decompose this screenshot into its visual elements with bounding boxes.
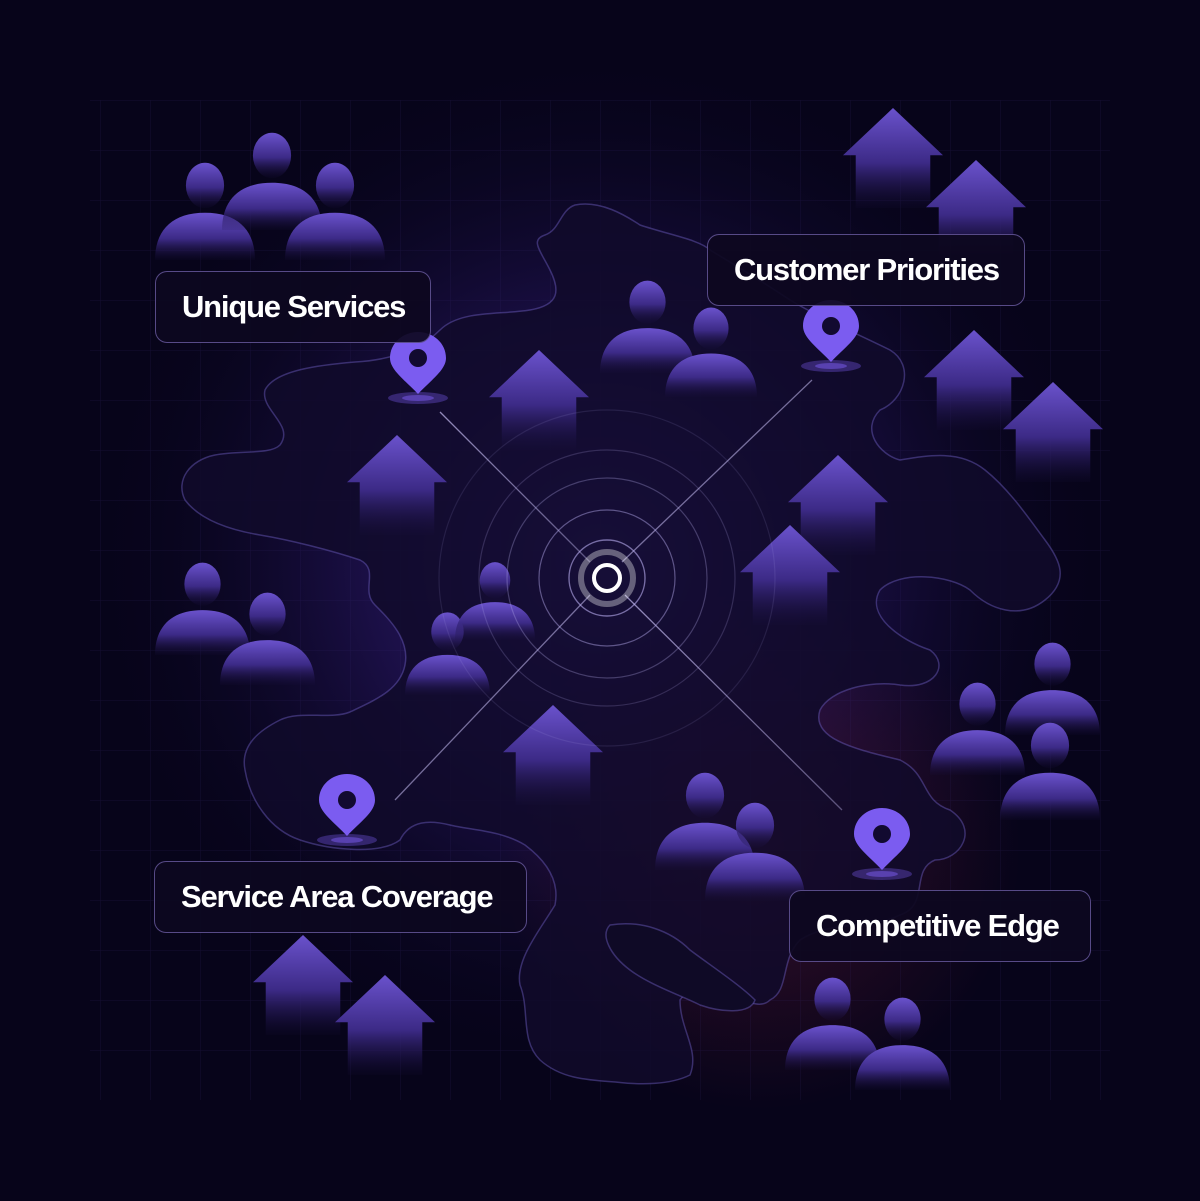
connector-unique-services	[439, 411, 591, 563]
pin-customer-priorities	[801, 300, 861, 372]
radar-target-icon	[438, 409, 776, 747]
connector-service-area	[394, 594, 591, 801]
label-unique-services: Unique Services	[155, 271, 431, 343]
pin-service-area-coverage	[317, 774, 377, 846]
pin-competitive-edge	[852, 808, 912, 880]
connector-competitive-edge	[624, 594, 843, 811]
connector-lines	[394, 379, 843, 811]
label-competitive-edge: Competitive Edge	[789, 890, 1091, 962]
label-customer-priorities: Customer Priorities	[707, 234, 1025, 306]
pin-unique-services	[388, 332, 448, 404]
map-landmass	[181, 203, 1061, 1085]
connector-customer-priorities	[621, 379, 813, 563]
label-service-area-coverage: Service Area Coverage	[154, 861, 527, 933]
map-island-south	[605, 923, 756, 1012]
